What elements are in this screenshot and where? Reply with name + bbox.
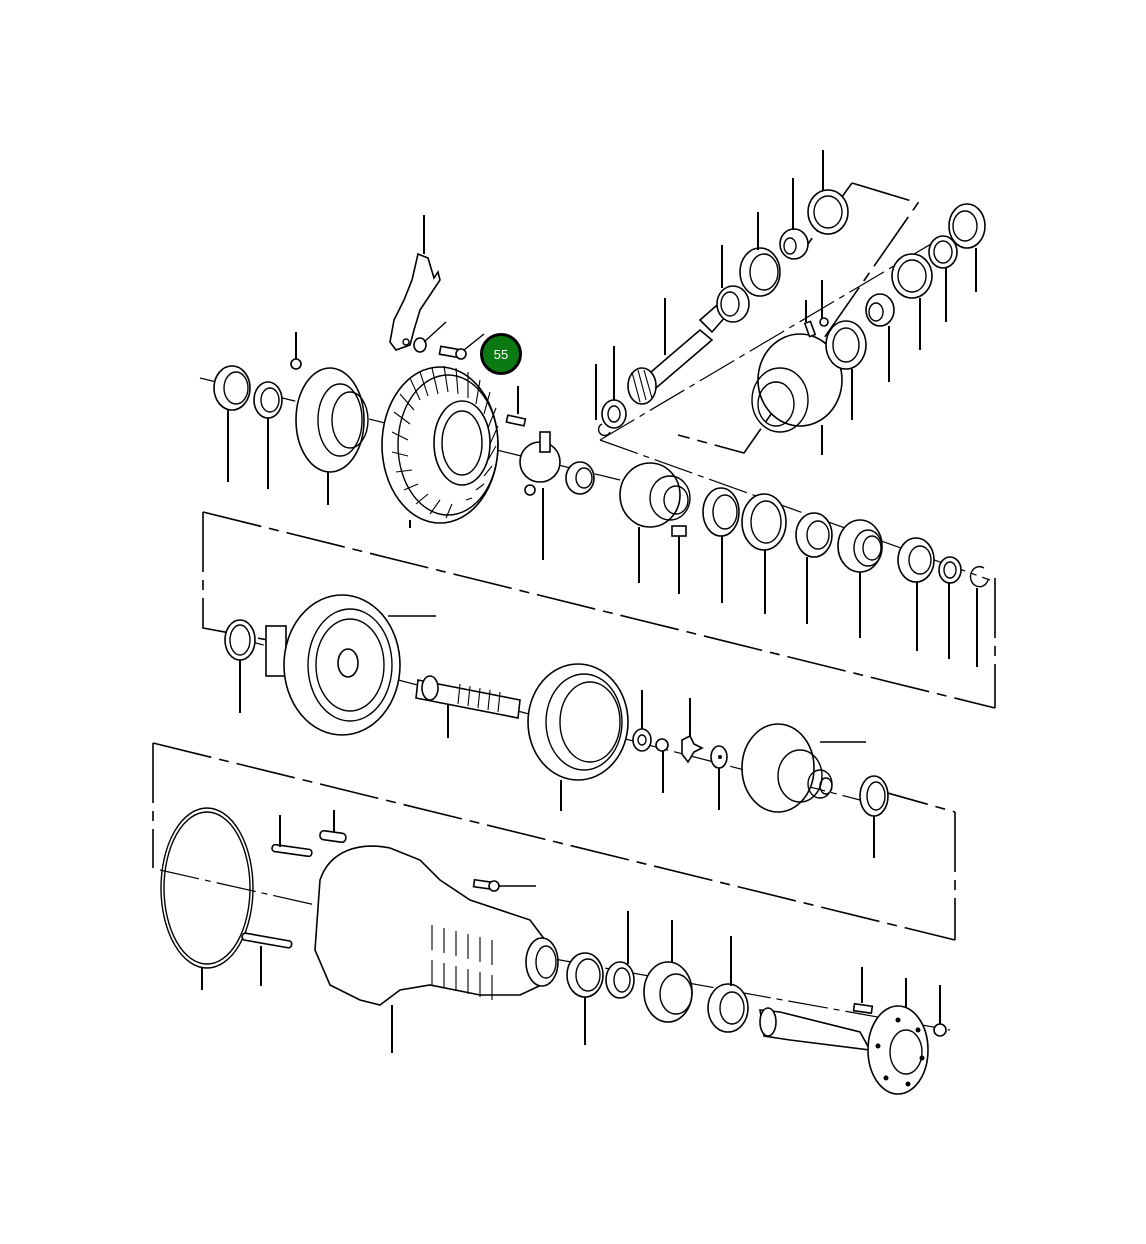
differential-group bbox=[213, 332, 595, 560]
shift-fork-group bbox=[389, 215, 485, 360]
callout-55[interactable]: 55 bbox=[480, 333, 522, 375]
pinion-group bbox=[595, 150, 986, 455]
planetary-group bbox=[224, 594, 889, 858]
housing-group bbox=[160, 807, 947, 1095]
upper-shaft-row bbox=[619, 462, 989, 667]
